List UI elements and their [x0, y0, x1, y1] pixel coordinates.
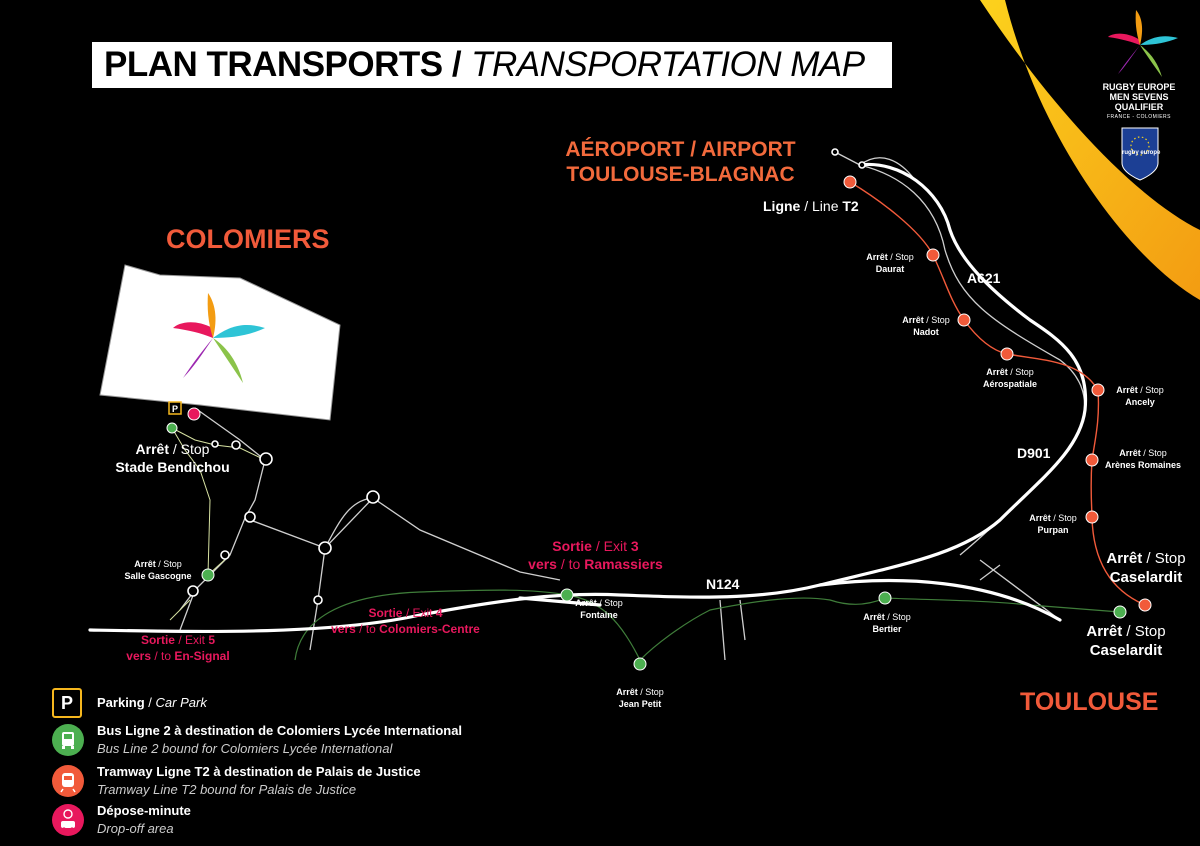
- exit-4-label: Sortie / Exit 4 vers / to Colomiers-Cent…: [331, 606, 480, 636]
- logo-line2: MEN SEVENS QUALIFIER: [1109, 92, 1169, 112]
- road-d901: D901: [1017, 445, 1051, 461]
- rugby-europe-badge: [1121, 127, 1159, 181]
- airport-line2: TOULOUSE-BLAGNAC: [566, 163, 795, 186]
- tram-icon: [52, 765, 84, 797]
- city-colomiers: COLOMIERS: [166, 224, 330, 254]
- yellow-banner-swoosh: [980, 0, 1200, 300]
- road-n124: N124: [706, 576, 740, 592]
- tram-stop-ancely-icon: [1091, 383, 1105, 397]
- tram-stop-arenes-icon: [1085, 453, 1099, 467]
- stop-salle-gascogne: Arrêt / Stop Salle Gascogne: [124, 559, 192, 581]
- drop-off-icon: [52, 804, 84, 836]
- bus-stop-fontaine-icon: [560, 588, 574, 602]
- logo-line3: FRANCE - COLOMIERS: [1106, 114, 1171, 120]
- stop-bertier: Arrêt / Stop Bertier: [863, 612, 911, 634]
- stop-jean-petit: Arrêt / Stop Jean Petit: [616, 687, 664, 709]
- stop-fontaine: Arrêt / Stop Fontaine: [575, 598, 623, 620]
- stop-ancely: Arrêt / Stop Ancely: [1116, 385, 1164, 407]
- parking-icon: P: [168, 401, 182, 415]
- stop-caselardit-bus: Arrêt / Stop Caselardit: [1086, 623, 1166, 659]
- stop-caselardit-tram: Arrêt / Stop Caselardit: [1106, 550, 1186, 586]
- city-toulouse: TOULOUSE: [1020, 688, 1159, 716]
- stop-daurat: Arrêt / Stop Daurat: [866, 252, 914, 274]
- logo-line1: RUGBY EUROPE: [1102, 82, 1176, 92]
- exit-3-label: Sortie / Exit 3 vers / to Ramassiers: [528, 538, 663, 572]
- bus-stop-caselardit-icon: [1113, 605, 1127, 619]
- colomiers-star-logo: [173, 293, 265, 383]
- stadium-block: [99, 264, 341, 421]
- bus-stop-bertier-icon: [878, 591, 892, 605]
- tram-stop-caselardit-icon: [1138, 598, 1152, 612]
- bus-icon: [52, 724, 84, 756]
- svg-text:P: P: [172, 404, 178, 414]
- stop-stade-bendichou: Arrêt / Stop Stade Bendichou: [115, 441, 230, 475]
- tram-stop-nadot-icon: [957, 313, 971, 327]
- tram-stop-purpan-icon: [1085, 510, 1099, 524]
- airport-label: AÉROPORT / AIRPORT TOULOUSE-BLAGNAC: [553, 137, 808, 187]
- title-bold: PLAN TRANSPORTS /: [104, 45, 462, 84]
- parking-icon: P: [52, 688, 82, 718]
- stop-purpan: Arrêt / Stop Purpan: [1029, 513, 1077, 535]
- badge-text: rugby europe: [1122, 150, 1161, 156]
- map-title: PLAN TRANSPORTS / TRANSPORTATION MAP: [92, 42, 892, 88]
- tram-stop-aerospatiale-icon: [1000, 347, 1014, 361]
- bus-stop-jean-petit-icon: [633, 657, 647, 671]
- line-t2-label: Ligne / Line T2: [763, 198, 859, 214]
- event-logo-text: RUGBY EUROPE MEN SEVENS QUALIFIER FRANCE…: [1094, 82, 1184, 122]
- airport-line1: AÉROPORT / AIRPORT: [565, 138, 796, 161]
- exit-5-label: Sortie / Exit 5 vers / to En-Signal: [126, 633, 230, 663]
- rugby-europe-star-logo: [1108, 10, 1178, 77]
- stop-nadot: Arrêt / Stop Nadot: [902, 315, 950, 337]
- tram-stop-airport-icon: [843, 175, 857, 189]
- stop-arenes-romaines: Arrêt / Stop Arènes Romaines: [1104, 448, 1182, 470]
- stop-aerospatiale: Arrêt / Stop Aérospatiale: [982, 367, 1038, 389]
- bus-stop-stade-icon: [166, 422, 178, 434]
- road-a621: A621: [967, 270, 1001, 286]
- tram-stop-daurat-icon: [926, 248, 940, 262]
- title-italic: TRANSPORTATION MAP: [471, 45, 865, 84]
- bus-stop-salle-gascogne-icon: [201, 568, 215, 582]
- drop-off-stadium-icon: [187, 407, 201, 421]
